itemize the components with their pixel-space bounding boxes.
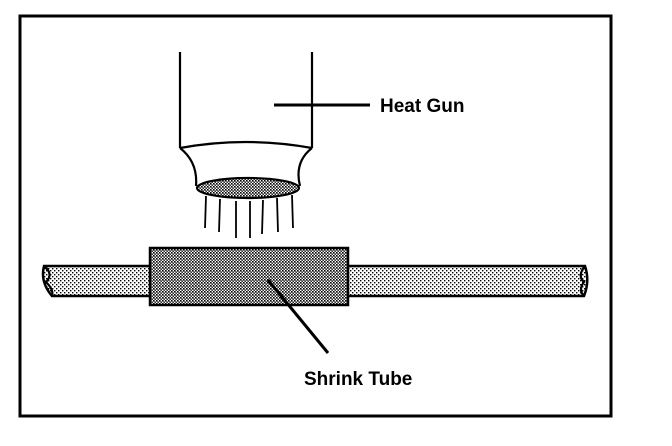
heat-ray xyxy=(204,195,207,229)
heat-ray xyxy=(291,194,294,229)
shrink-tube-label: Shrink Tube xyxy=(304,369,412,390)
wire-right-end xyxy=(579,265,586,297)
heat-ray xyxy=(276,197,279,233)
heat-rays xyxy=(204,194,294,238)
heat-gun-label: Heat Gun xyxy=(380,96,464,117)
heat-ray xyxy=(218,198,221,233)
wire-left-end xyxy=(43,265,54,297)
heat-ray xyxy=(261,199,264,235)
shrink-tube xyxy=(148,246,350,307)
heat-gun-flare xyxy=(179,140,313,187)
heat-gun-nozzle-opening xyxy=(195,176,301,200)
diagram-frame xyxy=(18,14,613,418)
shrink-tube-leader-line xyxy=(266,279,330,354)
heat-gun xyxy=(178,52,314,200)
